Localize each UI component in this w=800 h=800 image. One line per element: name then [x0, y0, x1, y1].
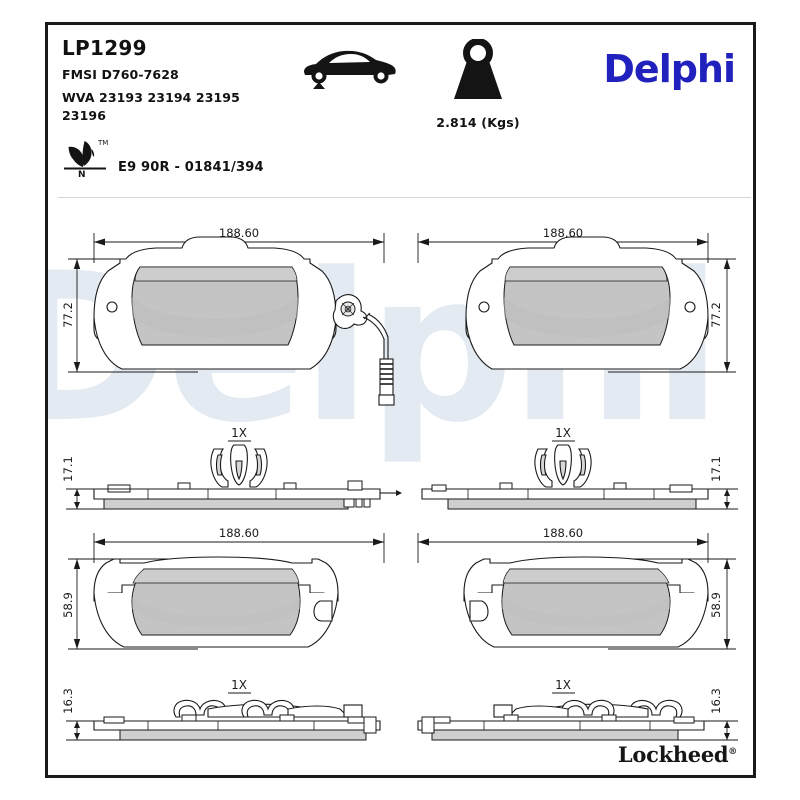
view-bottom-left-side: 1X 16.3	[61, 678, 381, 741]
lockheed-logo: Lockheed®	[618, 742, 737, 767]
view-bottom-left-face: 188.60 58.9	[61, 526, 385, 650]
clip-qty-top-right: 1X	[555, 426, 571, 440]
drawing-svg: 188.60 77.2	[61, 226, 738, 741]
lockheed-text: Lockheed	[617, 742, 729, 767]
dim-bottom-left-thickness: 16.3	[61, 688, 75, 714]
dim-bottom-left-width: 188.60	[219, 526, 259, 540]
weight-block: 2.814 (Kgs)	[413, 38, 543, 130]
weight-kettlebell-icon	[454, 38, 502, 99]
dim-bottom-left-height: 58.9	[61, 592, 75, 618]
fmsi-code: FMSI D760-7628	[62, 67, 179, 82]
view-top-right-side: 1X 17.1	[421, 426, 738, 510]
technical-drawing: 188.60 77.2	[48, 197, 753, 775]
dim-bottom-right-height: 58.9	[709, 592, 723, 618]
dim-bottom-right-thickness: 16.3	[709, 688, 723, 714]
wear-sensor-icon	[332, 294, 395, 406]
ece-approval-code: E9 90R - 01841/394	[118, 160, 264, 175]
dim-top-right-height: 77.2	[709, 302, 723, 328]
header: LP1299 FMSI D760-7628 WVA 23193 23194 23…	[48, 25, 753, 197]
part-number: LP1299	[62, 36, 147, 60]
clip-qty-bottom-right: 1X	[555, 678, 571, 692]
delphi-logo: Delphi	[603, 47, 736, 91]
leaf-eco-icon: N TM	[64, 139, 108, 179]
view-top-right-face: 188.60 77.2	[417, 226, 736, 373]
ece-approval-row: N TM E9 90R - 01841/394	[62, 135, 264, 179]
view-bottom-right-side: 1X 16.3	[417, 678, 738, 741]
drawing-sheet: Delphi LP1299 FMSI D760-7628 WVA 23193 2…	[45, 22, 756, 778]
dim-bottom-right-width: 188.60	[543, 526, 583, 540]
header-divider	[58, 197, 751, 198]
eco-mark-letter: N	[78, 170, 86, 179]
wva-code-line1: WVA 23193 23194 23195	[62, 90, 240, 106]
retaining-clip-profile-icon	[173, 699, 363, 718]
dim-top-left-height: 77.2	[61, 302, 75, 328]
weight-value: 2.814 (Kgs)	[436, 115, 520, 130]
wva-code-line2: 23196	[62, 107, 106, 123]
retaining-clip-icon	[210, 444, 268, 488]
dim-top-left-thickness: 17.1	[61, 456, 75, 482]
registered-mark: ®	[728, 747, 737, 757]
view-top-left-face: 188.60 77.2	[61, 226, 395, 406]
car-front-axle-icon	[304, 50, 396, 89]
clip-qty-top-left: 1X	[231, 426, 247, 440]
trademark-mark: TM	[97, 139, 108, 147]
view-top-left-side: 1X 17.1	[61, 426, 402, 510]
dim-top-right-thickness: 17.1	[709, 456, 723, 482]
clip-qty-bottom-left: 1X	[231, 678, 247, 692]
view-bottom-right-face: 188.60 58.9	[417, 526, 736, 650]
product-codes: LP1299 FMSI D760-7628 WVA 23193 23194 23…	[62, 37, 240, 124]
